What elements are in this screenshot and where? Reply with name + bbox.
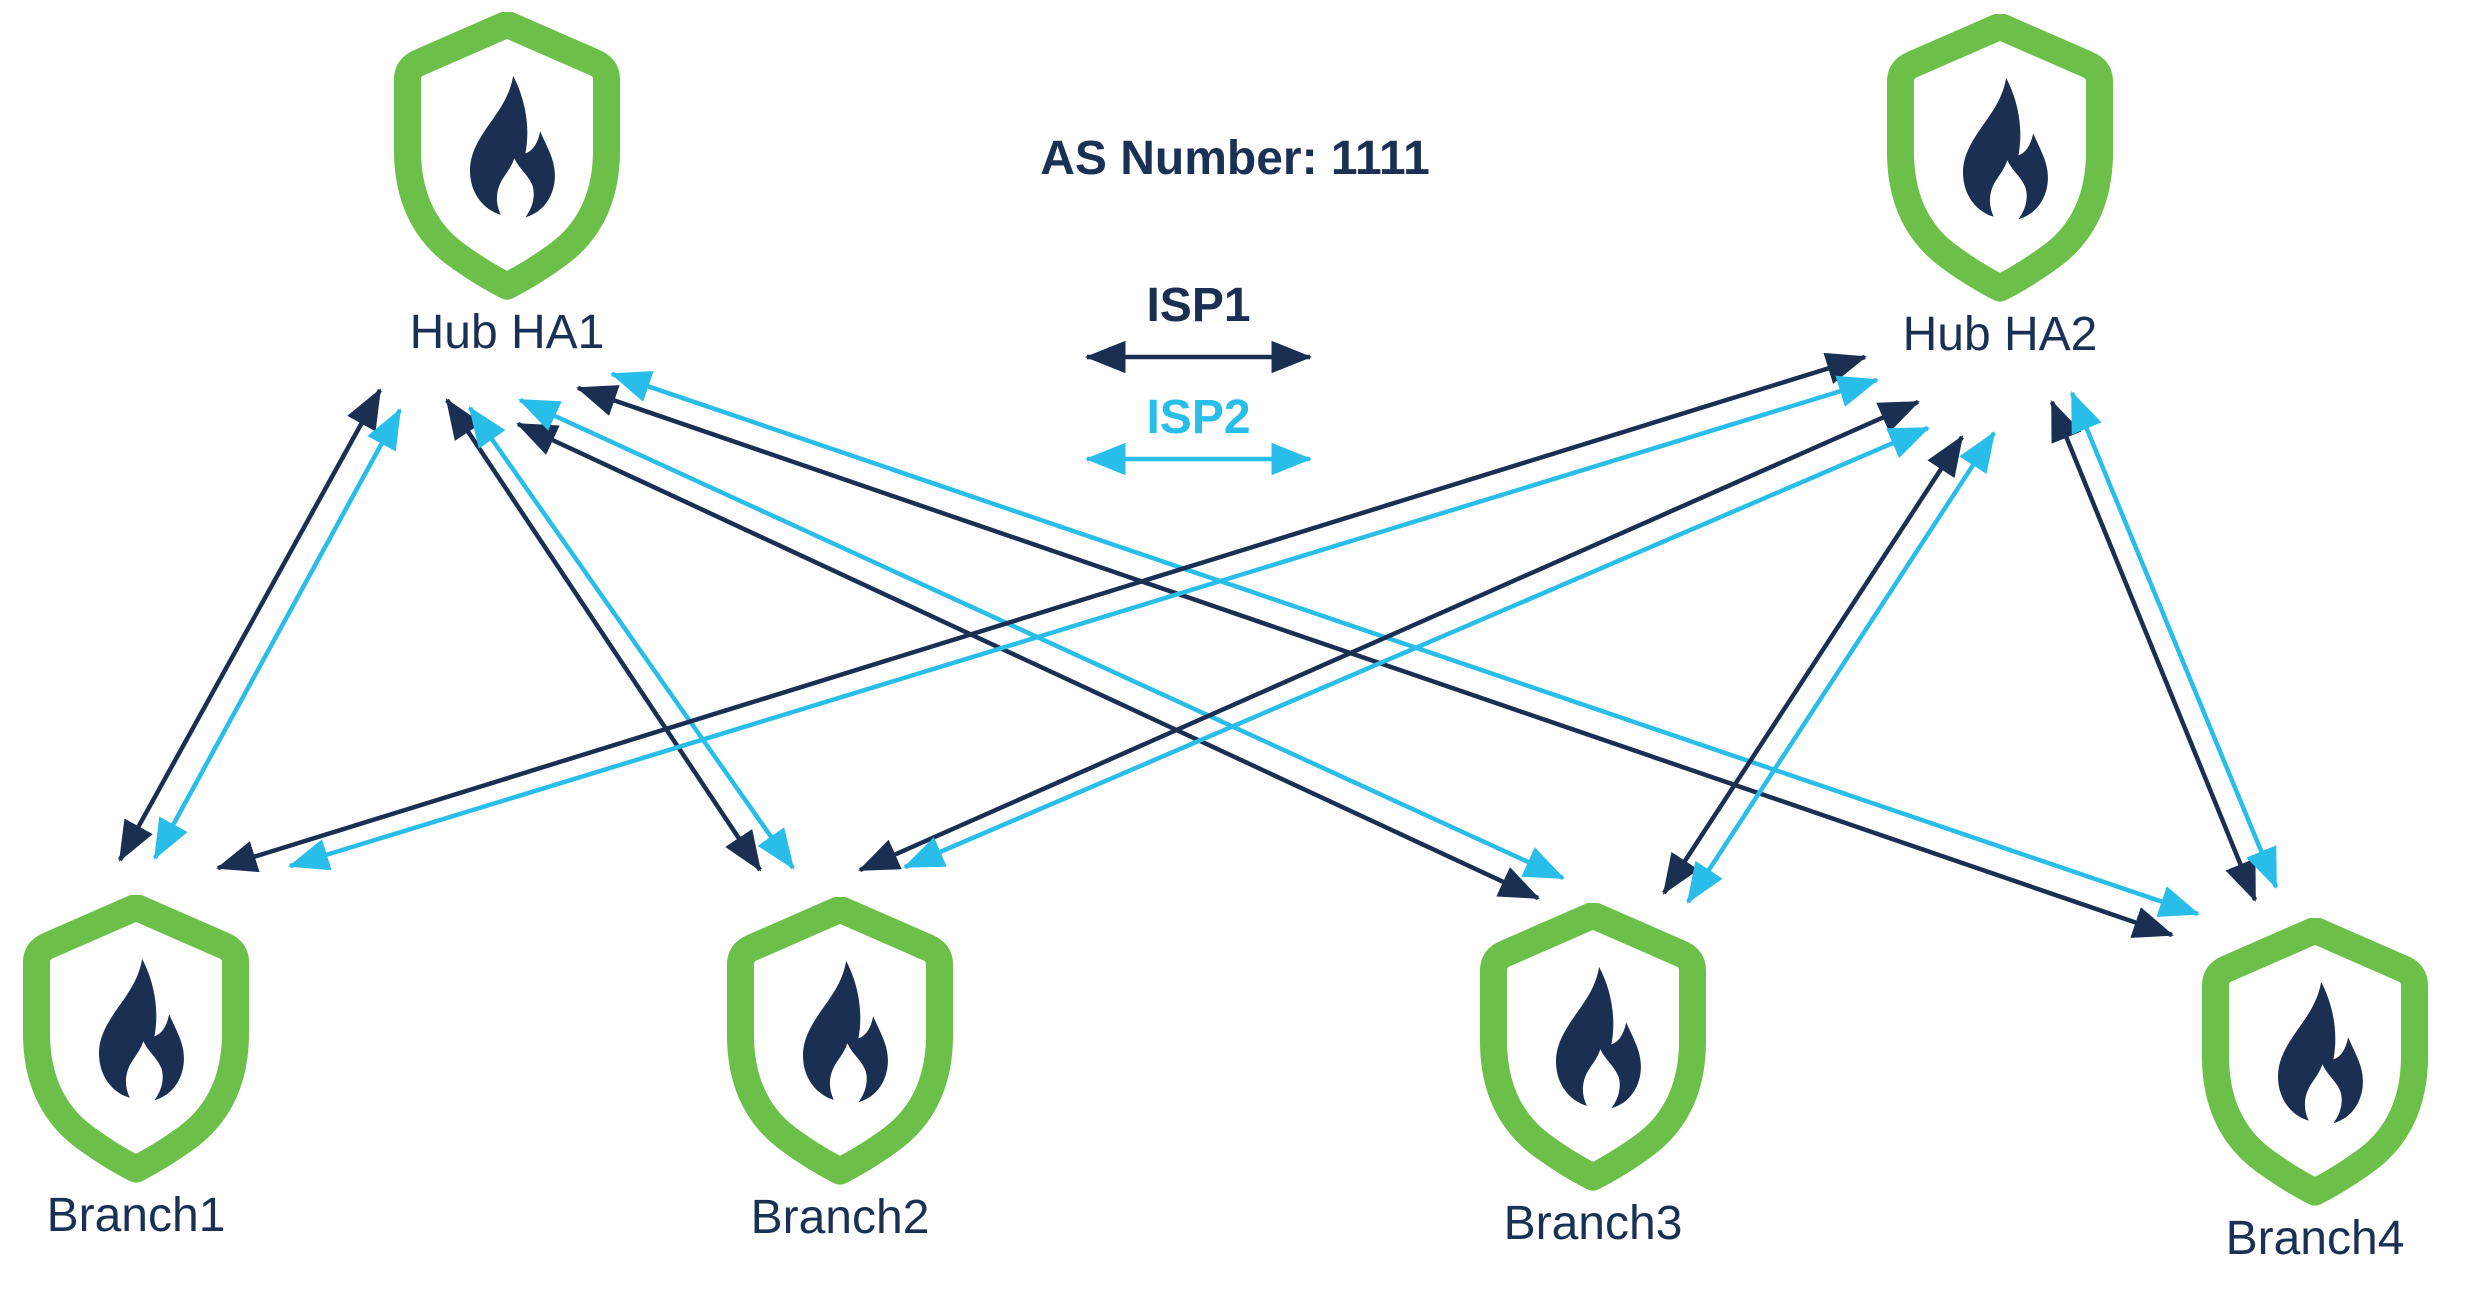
firewall-shield-icon	[1886, 14, 2114, 302]
legend-isp1-label: ISP1	[1146, 279, 1251, 332]
link-hub-ha2-branch4-isp2	[2069, 391, 2279, 889]
node-label: Branch2	[750, 1191, 930, 1244]
link-hub-ha1-branch1-isp2	[153, 408, 402, 860]
node-hub-ha2: Hub HA2	[1840, 14, 2160, 362]
link-hub-ha1-branch4-isp1	[576, 385, 2174, 938]
firewall-shield-icon	[1479, 903, 1707, 1191]
link-hub-ha2-branch1-isp2	[288, 375, 1879, 871]
firewall-shield-icon	[22, 895, 250, 1183]
node-branch3: Branch3	[1433, 903, 1753, 1251]
flame-icon	[470, 75, 555, 218]
node-branch1: Branch1	[0, 895, 296, 1243]
legend-isp2-label: ISP2	[1146, 391, 1251, 444]
link-hub-ha1-branch1-isp1	[118, 388, 382, 862]
link-hub-ha1-branch2-isp1	[445, 398, 762, 872]
flame-icon	[1963, 77, 2048, 220]
node-label: Branch4	[2225, 1212, 2405, 1265]
link-hub-ha2-branch3-isp2	[1686, 431, 1996, 904]
firewall-shield-icon	[726, 897, 954, 1185]
node-branch4: Branch4	[2155, 918, 2475, 1266]
link-hub-ha1-branch4-isp2	[610, 371, 2200, 917]
link-hub-ha2-branch4-isp1	[2049, 400, 2258, 902]
node-label: Hub HA2	[1902, 308, 2098, 361]
legend-arrows-group	[1084, 340, 1313, 476]
node-label: Hub HA1	[409, 306, 605, 359]
flame-icon	[99, 958, 184, 1101]
firewall-shield-icon	[2201, 918, 2429, 1206]
mesh-links-group	[118, 352, 2279, 938]
as-number-title: AS Number: 1111	[1040, 132, 1430, 185]
flame-icon	[1556, 966, 1641, 1109]
link-hub-ha2-branch3-isp1	[1662, 435, 1964, 895]
flame-icon	[803, 960, 888, 1103]
node-branch2: Branch2	[680, 897, 1000, 1245]
node-hub-ha1: Hub HA1	[347, 12, 667, 360]
node-label: Branch3	[1503, 1197, 1683, 1250]
firewall-shield-icon	[393, 12, 621, 300]
flame-icon	[2278, 981, 2363, 1124]
node-label: Branch1	[46, 1189, 226, 1242]
